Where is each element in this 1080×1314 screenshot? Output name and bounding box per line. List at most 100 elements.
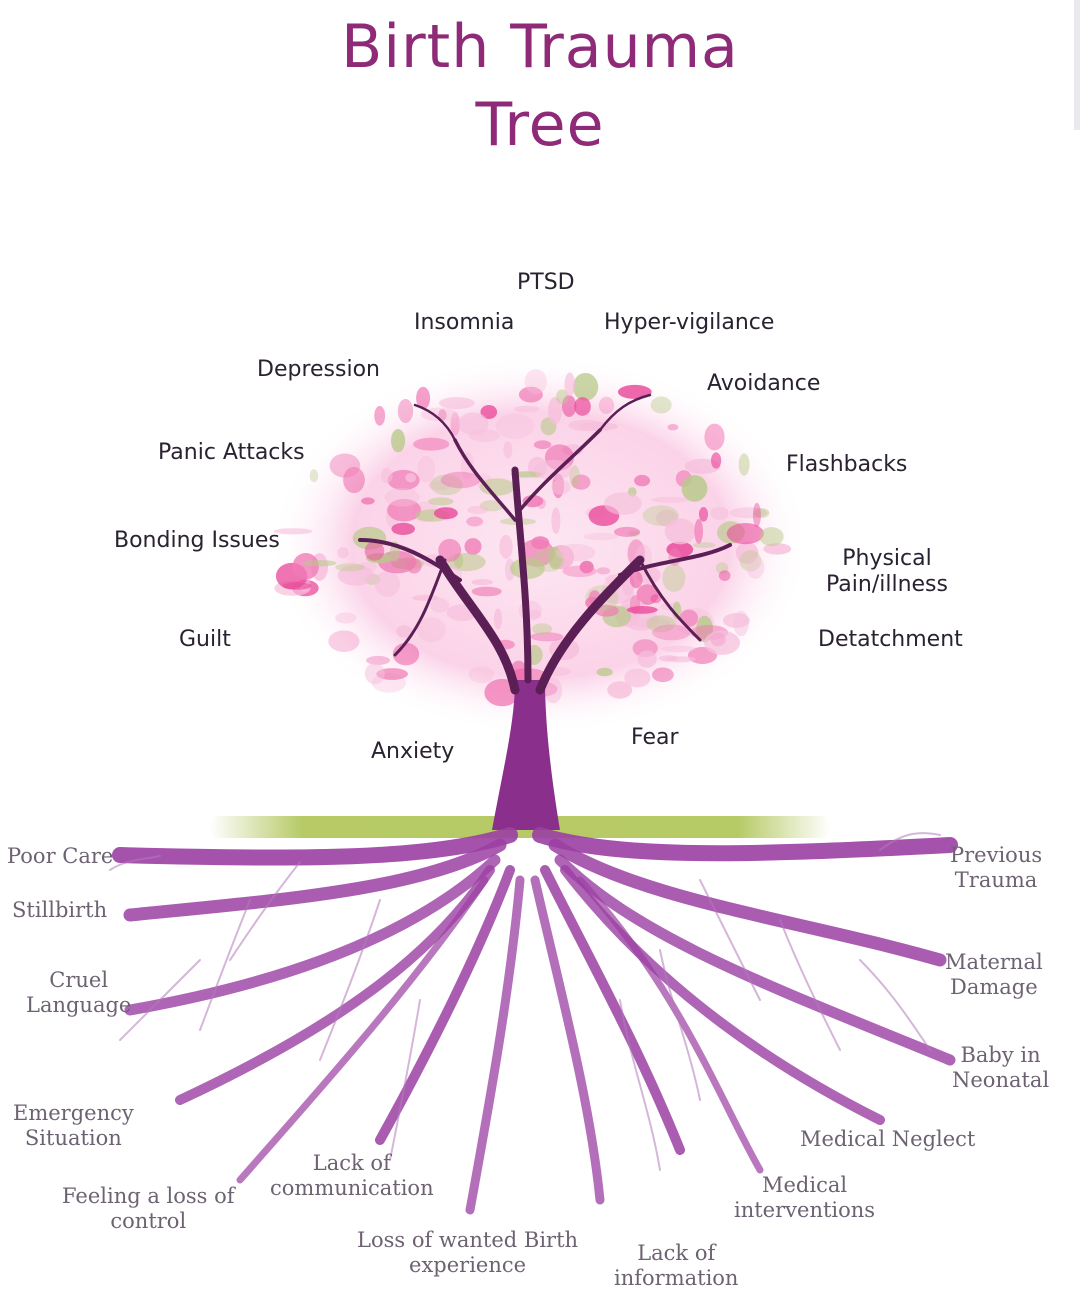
blossom-dab bbox=[694, 518, 703, 544]
label-lack-of-communication: Lack of communication bbox=[270, 1151, 434, 1200]
page-title-line-1: Birth Trauma bbox=[341, 12, 739, 82]
blossom-dab bbox=[343, 466, 365, 494]
blossom-dab bbox=[574, 397, 591, 416]
blossom-dab bbox=[667, 424, 679, 431]
blossom-dab bbox=[466, 516, 483, 527]
blossom-dab bbox=[571, 474, 591, 490]
blossom-dab bbox=[303, 560, 337, 567]
blossom-dab bbox=[438, 409, 447, 421]
scrollbar[interactable] bbox=[1074, 0, 1080, 130]
blossom-dab bbox=[607, 681, 633, 699]
blossom-dab bbox=[531, 536, 550, 550]
label-insomnia: Insomnia bbox=[414, 310, 515, 335]
blossom-dab bbox=[282, 582, 312, 590]
blossom-dab bbox=[413, 437, 450, 451]
blossom-dab bbox=[548, 546, 562, 570]
label-flashbacks: Flashbacks bbox=[786, 452, 908, 477]
blossom-dab bbox=[397, 398, 414, 424]
blossom-dab bbox=[626, 606, 658, 614]
label-medical-interventions: Medical interventions bbox=[734, 1173, 876, 1222]
blossom-dab bbox=[406, 558, 422, 574]
blossom-dab bbox=[374, 405, 386, 426]
blossom-dab bbox=[733, 610, 749, 637]
label-medical-neglect: Medical Neglect bbox=[800, 1127, 976, 1151]
blossom-dab bbox=[658, 655, 679, 662]
blossom-dab bbox=[562, 565, 597, 577]
blossom-dab bbox=[396, 625, 413, 638]
blossom-dab bbox=[471, 586, 502, 597]
blossom-dab bbox=[335, 612, 357, 624]
blossom-dab bbox=[617, 384, 652, 399]
blossom-dab bbox=[583, 532, 619, 541]
blossom-dab bbox=[664, 518, 696, 545]
blossom-dab bbox=[438, 397, 475, 410]
blossom-dab bbox=[530, 632, 564, 642]
blossom-dab bbox=[710, 506, 729, 520]
label-anxiety: Anxiety bbox=[371, 739, 455, 764]
blossom-dab bbox=[596, 667, 613, 677]
blossom-dab bbox=[533, 440, 552, 450]
blossom-dab bbox=[416, 617, 446, 643]
blossom-dab bbox=[416, 386, 431, 410]
label-guilt: Guilt bbox=[179, 627, 231, 652]
blossom-dab bbox=[428, 497, 454, 506]
label-loss-of-wanted-birth-experience: Loss of wanted Birth experience bbox=[357, 1228, 579, 1277]
label-maternal-damage: Maternal Damage bbox=[945, 950, 1043, 999]
blossom-dab bbox=[495, 413, 535, 439]
blossom-dab bbox=[329, 453, 361, 478]
blossom-dab bbox=[468, 666, 494, 683]
label-depression: Depression bbox=[257, 357, 380, 382]
blossom-dab bbox=[309, 469, 319, 483]
blossom-dab bbox=[642, 505, 679, 526]
blossom-dab bbox=[467, 505, 489, 515]
blossom-dab bbox=[752, 502, 761, 528]
blossom-dab bbox=[693, 542, 716, 549]
blossom-dab bbox=[652, 624, 691, 641]
blossom-dab bbox=[471, 579, 493, 586]
label-poor-care: Poor Care bbox=[7, 844, 114, 868]
blossom-dab bbox=[637, 650, 657, 668]
blossom-dab bbox=[738, 453, 750, 476]
label-physical-pain-illness: Physical Pain/illness bbox=[826, 546, 948, 597]
tree-trunk bbox=[358, 393, 732, 830]
blossom-dab bbox=[468, 429, 501, 442]
blossom-dab bbox=[763, 543, 792, 555]
blossom-dab bbox=[629, 571, 643, 589]
blossom-dab bbox=[598, 396, 615, 414]
blossom-dab bbox=[522, 495, 544, 508]
blossom-dab bbox=[518, 386, 543, 403]
blossom-dab bbox=[704, 630, 740, 655]
blossom-dab bbox=[440, 471, 481, 489]
blossom-dab bbox=[548, 397, 563, 425]
label-emergency-situation: Emergency Situation bbox=[13, 1101, 134, 1150]
blossom-dab bbox=[666, 541, 694, 558]
label-avoidance: Avoidance bbox=[707, 371, 821, 396]
blossom-dab bbox=[759, 527, 784, 547]
label-ptsd: PTSD bbox=[517, 270, 575, 295]
blossom-dab bbox=[634, 474, 651, 487]
blossom-dab bbox=[735, 541, 759, 564]
blossom-dab bbox=[753, 508, 770, 518]
blossom-dab bbox=[551, 479, 571, 495]
blossom-dab bbox=[337, 547, 349, 559]
blossom-dab bbox=[739, 550, 762, 572]
blossom-dab bbox=[417, 455, 436, 483]
blossom-dab bbox=[711, 452, 722, 469]
blossom-dab bbox=[510, 557, 545, 580]
blossom-dab bbox=[681, 475, 708, 502]
blossom-dab bbox=[651, 616, 660, 623]
blossom-dab bbox=[551, 507, 561, 534]
blossom-dab bbox=[746, 556, 765, 579]
label-baby-in-neonatal: Baby in Neonatal bbox=[952, 1043, 1050, 1092]
blossom-dab bbox=[651, 496, 689, 503]
blossom-dab bbox=[613, 526, 641, 537]
blossom-dab bbox=[364, 662, 385, 685]
blossom-dab bbox=[374, 570, 400, 597]
blossom-dab bbox=[532, 623, 552, 635]
blossom-dab bbox=[596, 567, 611, 575]
blossom-dab bbox=[537, 498, 546, 509]
label-bonding-issues: Bonding Issues bbox=[114, 528, 280, 553]
blossom-dab bbox=[704, 423, 725, 451]
blossom-dab bbox=[337, 564, 375, 586]
